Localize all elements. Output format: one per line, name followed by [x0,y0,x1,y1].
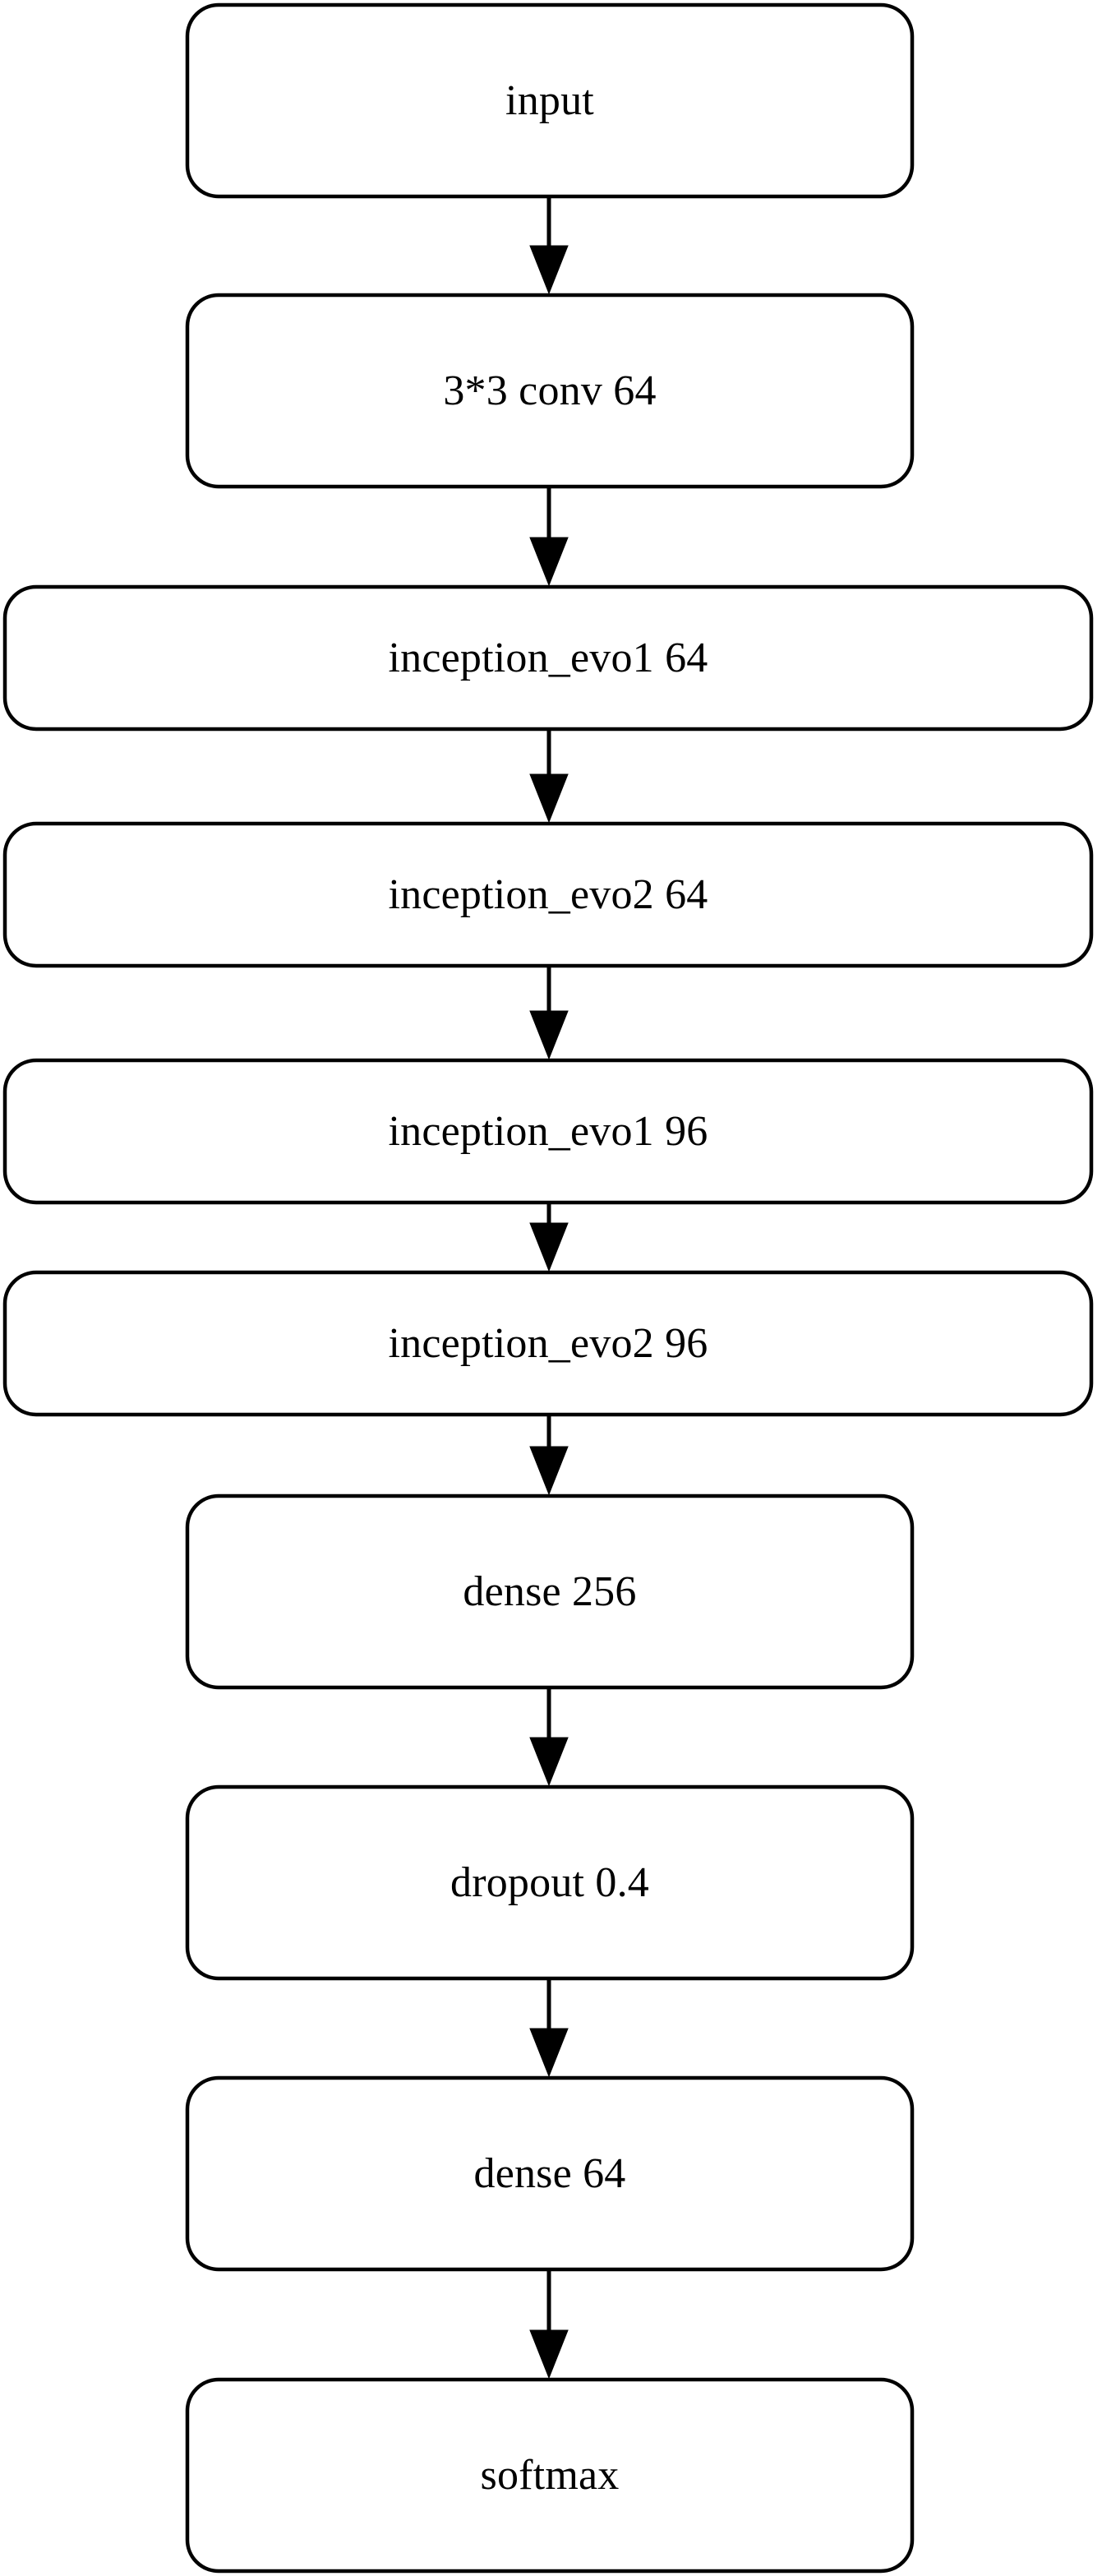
arrowhead-icon [529,2329,569,2380]
arrowhead-icon [529,773,569,824]
arrowhead-icon [529,1222,569,1272]
node-box-dropout[interactable] [185,1784,915,1981]
node-label-inception_evo1_96: inception_evo1 96 [388,1107,708,1155]
node-label-conv: 3*3 conv 64 [443,367,657,414]
node-label-dense_256: dense 256 [463,1567,637,1615]
node-box-inception_evo2_64[interactable] [2,821,1094,968]
node-box-inception_evo2_96[interactable] [2,1270,1094,1417]
node-box-inception_evo1_64[interactable] [2,584,1094,732]
node-box-inception_evo1_96[interactable] [2,1058,1094,1205]
node-label-dense_64: dense 64 [473,2149,626,2197]
node-label-inception_evo2_64: inception_evo2 64 [388,870,708,918]
node-label-input: input [505,76,594,124]
node-box-dense_64[interactable] [185,2075,915,2272]
arrowhead-icon [529,2028,569,2078]
arrowhead-icon [529,1010,569,1060]
node-label-dropout: dropout 0.4 [450,1858,649,1906]
arrowhead-icon [529,245,569,295]
node-box-input[interactable] [185,2,915,199]
arrowhead-icon [529,537,569,587]
arrowhead-icon [529,1737,569,1787]
node-box-dense_256[interactable] [185,1493,915,1690]
node-label-softmax: softmax [480,2451,620,2499]
node-label-inception_evo1_64: inception_evo1 64 [388,634,708,681]
node-box-softmax[interactable] [185,2377,915,2574]
arrowhead-icon [529,1446,569,1496]
node-label-inception_evo2_96: inception_evo2 96 [388,1319,708,1367]
node-box-conv[interactable] [185,293,915,489]
edges-layer [529,196,569,2380]
